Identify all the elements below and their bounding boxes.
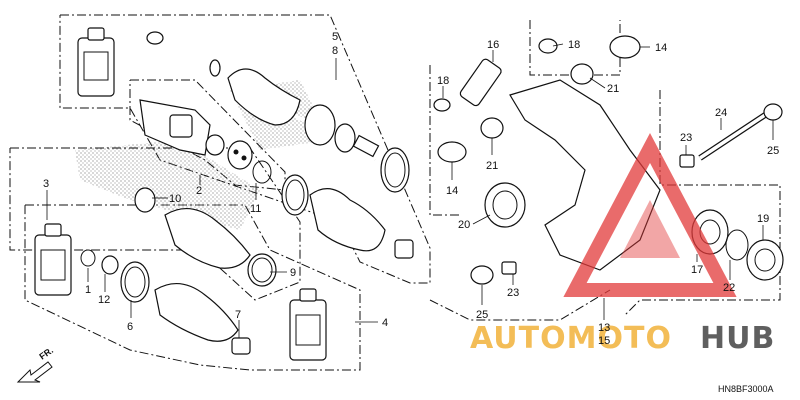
callout-16: 16 — [487, 39, 499, 51]
callout-14: 14 — [446, 185, 458, 197]
callout-3: 3 — [43, 178, 49, 190]
bearing — [480, 63, 594, 139]
group-frame-drive-shaft — [59, 14, 431, 284]
leader-lines — [46, 43, 774, 338]
callout-21: 21 — [607, 83, 619, 95]
callout-9: 9 — [290, 267, 296, 279]
callout-24: 24 — [715, 107, 727, 119]
circlip — [252, 160, 272, 184]
boot — [309, 188, 386, 252]
boot — [154, 283, 239, 342]
grease-bottle-icon — [289, 288, 327, 361]
callout-15: 15 — [598, 335, 610, 347]
callout-4: 4 — [382, 317, 388, 329]
callout-8: 8 — [332, 45, 338, 57]
drive-shaft-assembly — [146, 31, 380, 162]
callout-21: 21 — [486, 160, 498, 172]
callout-11: 11 — [250, 203, 261, 215]
callout-18: 18 — [437, 75, 449, 87]
oil-seal — [484, 182, 526, 228]
grease-bottle-icon — [77, 27, 115, 97]
callout-14: 14 — [655, 42, 667, 54]
diagram-code: HN8BF3000A — [718, 384, 774, 394]
callout-23: 23 — [507, 287, 519, 299]
callout-1: 1 — [85, 284, 91, 296]
stopper-ring — [101, 255, 119, 275]
boot-band-clamp — [134, 187, 156, 213]
dust-seal — [433, 38, 558, 112]
watermark-text-auto: AUTOMOTO — [470, 321, 672, 356]
grease-fitting — [501, 261, 517, 275]
callout-22: 22 — [723, 282, 735, 294]
callout-23: 23 — [680, 132, 692, 144]
grease-bottle-icon — [34, 223, 72, 296]
callout-19: 19 — [757, 213, 769, 225]
swingarm — [509, 79, 661, 271]
callout-2: 2 — [196, 185, 202, 197]
pivot-shaft — [698, 112, 767, 161]
boot — [164, 208, 251, 269]
circlip — [725, 229, 749, 261]
callout-13: 13 — [598, 322, 610, 334]
watermark-text-hub: HUB — [700, 321, 775, 356]
direction-label: FR. — [37, 345, 55, 362]
inner-joint-housing — [139, 99, 253, 170]
callout-25: 25 — [767, 145, 779, 157]
pivot-cap — [470, 265, 494, 285]
boot-band-clamp — [380, 147, 410, 193]
group-frame-outer-joint — [24, 204, 361, 371]
boot-band-clamp — [120, 261, 150, 303]
grease-fitting — [679, 154, 695, 168]
callout-7: 7 — [235, 309, 241, 321]
callout-17: 17 — [691, 264, 703, 276]
pivot-collar — [459, 58, 502, 107]
callout-12: 12 — [98, 294, 110, 306]
oil-seal — [746, 239, 784, 281]
front-direction-arrow-icon — [16, 361, 53, 383]
watermark-logo — [563, 133, 737, 297]
pivot-cap — [763, 103, 783, 121]
callout-20: 20 — [458, 219, 470, 231]
callout-6: 6 — [127, 321, 133, 333]
boot-band-clamp — [281, 174, 309, 216]
group-frame-inner-joint — [129, 79, 286, 191]
callout-25: 25 — [476, 309, 488, 321]
snap-ring — [80, 249, 96, 267]
boot-band-clamp — [394, 239, 414, 259]
shaded-region — [75, 140, 260, 230]
callout-18: 18 — [568, 39, 580, 51]
boot-band-clamp — [231, 337, 251, 355]
boot-band-clamp — [247, 253, 277, 287]
callout-10: 10 — [169, 193, 181, 205]
callout-5: 5 — [332, 31, 338, 43]
